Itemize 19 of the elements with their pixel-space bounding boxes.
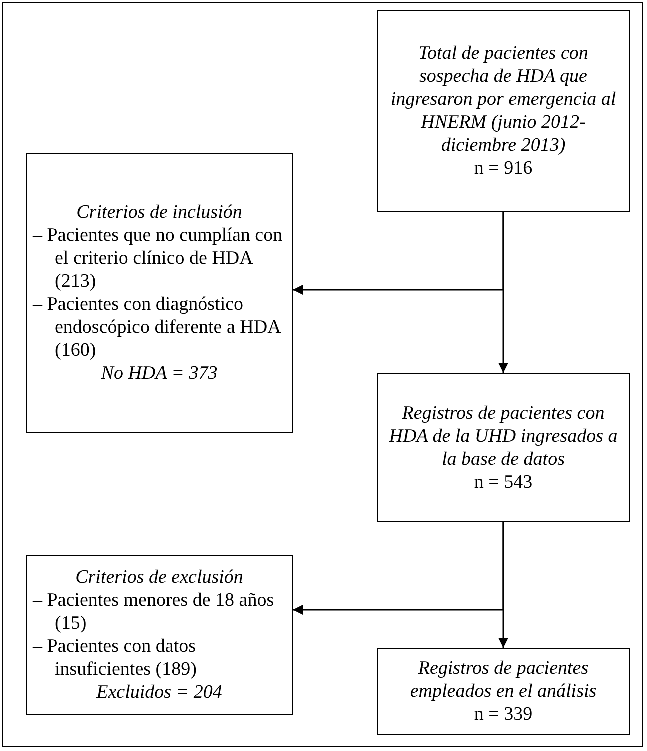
criterion-text: – Pacientes con datos insuficientes (189)	[33, 635, 198, 681]
criterion-text: – Pacientes con diagnóstico endoscópico diferente a HDA (160)	[33, 293, 282, 362]
process-box	[377, 373, 630, 522]
box-text: No HDA = 373	[100, 362, 219, 385]
process-box	[377, 10, 630, 212]
arrow	[498, 212, 508, 373]
process-box	[377, 648, 630, 735]
box-text: n = 916	[473, 157, 534, 180]
box-text: Total de pacientes con sospecha de HDA que ingresaron por emergencia al HNERM (junio 2012-diciembre 2013)	[390, 42, 618, 157]
arrow	[498, 522, 508, 648]
criterion-text: – Pacientes menores de 18 años (15)	[33, 589, 276, 635]
box-text: n = 339	[473, 703, 534, 726]
box-text: Criterios de exclusión	[74, 566, 244, 589]
process-box	[26, 555, 293, 715]
criterion-text: – Pacientes que no cumplían con el criterio clínico de HDA (213)	[33, 224, 284, 293]
box-text: Criterios de inclusión	[76, 201, 244, 224]
box-text: Excluidos = 204	[96, 681, 224, 704]
process-box	[26, 153, 293, 433]
box-text: n = 543	[473, 470, 534, 494]
